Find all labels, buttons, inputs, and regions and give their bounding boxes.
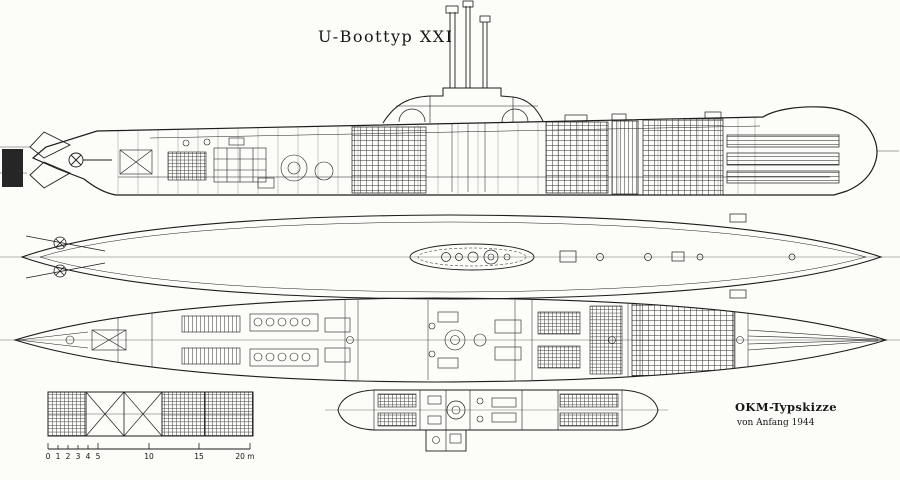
scan-artifact-block [2, 149, 23, 187]
drawing-title: U-Boottyp XXI [318, 27, 453, 46]
plan-view-exterior [0, 213, 900, 300]
torpedo-storage-block [642, 118, 724, 196]
plan-hull-outline [20, 214, 883, 300]
interior-hull-outline [13, 297, 888, 383]
scale-label-20m: 20 m [235, 452, 254, 461]
battery-room-plan [537, 305, 623, 375]
plan-deck-edge [39, 221, 867, 293]
scale-ticks [47, 443, 251, 449]
periscope-wells [451, 123, 486, 192]
battery-block-bow [545, 121, 609, 194]
aa-turret-fore [398, 108, 426, 123]
stern-rudders [29, 131, 112, 189]
battery-detail [47, 391, 254, 437]
scale-labels: 0 1 2 3 4 5 10 15 20 m [46, 452, 255, 461]
scale-bar: 0 1 2 3 4 5 10 15 20 m [46, 443, 255, 461]
aa-turret-aft [501, 108, 529, 123]
scale-label-10: 10 [144, 452, 154, 461]
detail-outline [337, 389, 659, 431]
bow-plane-starboard [729, 289, 747, 299]
scale-label-15: 15 [194, 452, 204, 461]
scale-label-2: 2 [66, 452, 71, 461]
torpedo-storage-plan [631, 303, 735, 377]
plan-deck-fittings [559, 213, 796, 299]
hull-internals [117, 118, 840, 196]
torpedo-tube-1 [726, 134, 840, 148]
scale-label-0: 0 [46, 452, 51, 461]
scale-label-4: 4 [86, 452, 91, 461]
periscope-masts [445, 0, 491, 88]
hatch-circles [65, 335, 744, 345]
hull-outline [31, 106, 878, 196]
plan-view-interior [0, 297, 900, 383]
plan-stern-gear [25, 235, 106, 279]
caption-line1: OKM-Typskizze [735, 400, 837, 414]
control-room-plan [428, 311, 522, 369]
detail-appendage [425, 429, 467, 452]
bow-plane-port [729, 213, 747, 223]
engine-room-plan [181, 313, 351, 367]
torpedo-tube-3 [726, 170, 840, 184]
scale-label-5: 5 [96, 452, 101, 461]
engine-room-machinery [119, 137, 334, 189]
detail-dividers [373, 390, 623, 430]
bow-tubes-plan [747, 329, 885, 351]
plan-conning-tower [409, 243, 535, 271]
midship-deck-detail [325, 389, 668, 452]
scale-label-1: 1 [56, 452, 61, 461]
torpedo-tube-2 [726, 152, 840, 166]
side-elevation-view [0, 0, 899, 196]
caption-line2: von Anfang 1944 [736, 418, 815, 428]
stern-room [17, 329, 127, 351]
battery-block-fwd [351, 126, 427, 194]
interior-arrangement [17, 300, 885, 380]
scale-label-3: 3 [76, 452, 81, 461]
conning-tower [382, 87, 544, 124]
store-block [611, 120, 639, 195]
deck-fittings [564, 111, 722, 122]
